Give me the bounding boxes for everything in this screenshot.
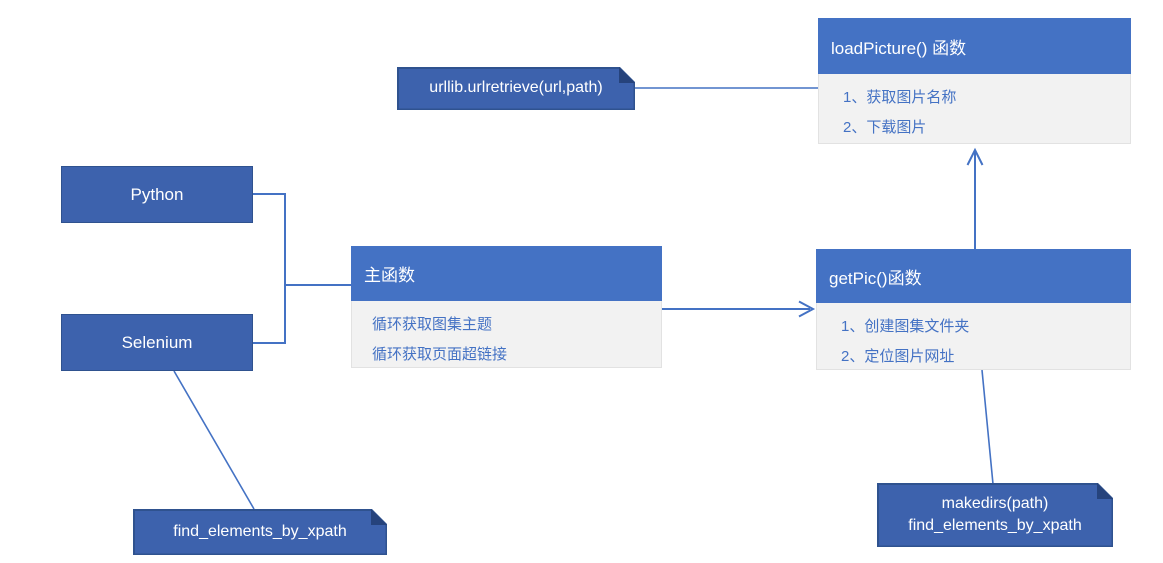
main-to-getpic-arrowhead <box>798 300 816 318</box>
getpic-function-box: getPic()函数 1、创建图集文件夹 2、定位图片网址 <box>816 249 1131 370</box>
loadpicture-function-title: loadPicture() 函数 <box>818 18 1131 74</box>
main-function-item-1: 循环获取图集主题 <box>372 316 493 333</box>
loadpicture-item-1: 1、获取图片名称 <box>843 89 957 106</box>
getpic-to-loadpicture-arrowhead <box>966 147 984 166</box>
main-function-title: 主函数 <box>351 246 662 301</box>
getpic-function-body: 1、创建图集文件夹 2、定位图片网址 <box>817 303 1130 372</box>
selenium-to-xpath-note-connector <box>173 370 255 510</box>
loadpicture-function-body: 1、获取图片名称 2、下载图片 <box>819 74 1130 143</box>
getpic-to-makedirs-note-connector <box>981 369 994 485</box>
getpic-function-title: getPic()函数 <box>816 249 1131 303</box>
makedirs-note-line-1: makedirs(path) <box>941 494 1049 512</box>
makedirs-note-line-2: find_elements_by_xpath <box>908 517 1082 534</box>
bracket-python-selenium-connector <box>253 193 286 344</box>
makedirs-xpath-note: makedirs(path) find_elements_by_xpath <box>877 483 1113 547</box>
python-box: Python <box>61 166 253 223</box>
loadpicture-function-box: loadPicture() 函数 1、获取图片名称 2、下载图片 <box>818 18 1131 144</box>
selenium-box: Selenium <box>61 314 253 371</box>
xpath-note-label: find_elements_by_xpath <box>135 511 386 554</box>
main-function-box: 主函数 循环获取图集主题 循环获取页面超链接 <box>351 246 662 368</box>
getpic-item-2: 2、定位图片网址 <box>841 348 955 365</box>
urllib-urlretrieve-label: urllib.urlretrieve(url,path) <box>399 69 634 109</box>
main-function-item-2: 循环获取页面超链接 <box>372 346 508 363</box>
xpath-note: find_elements_by_xpath <box>133 509 387 555</box>
loadpicture-item-2: 2、下载图片 <box>843 119 927 136</box>
makedirs-xpath-note-text: makedirs(path) find_elements_by_xpath <box>879 485 1112 546</box>
getpic-item-1: 1、创建图集文件夹 <box>841 318 970 335</box>
urllib-urlretrieve-note: urllib.urlretrieve(url,path) <box>397 67 635 110</box>
main-function-body: 循环获取图集主题 循环获取页面超链接 <box>352 301 661 370</box>
